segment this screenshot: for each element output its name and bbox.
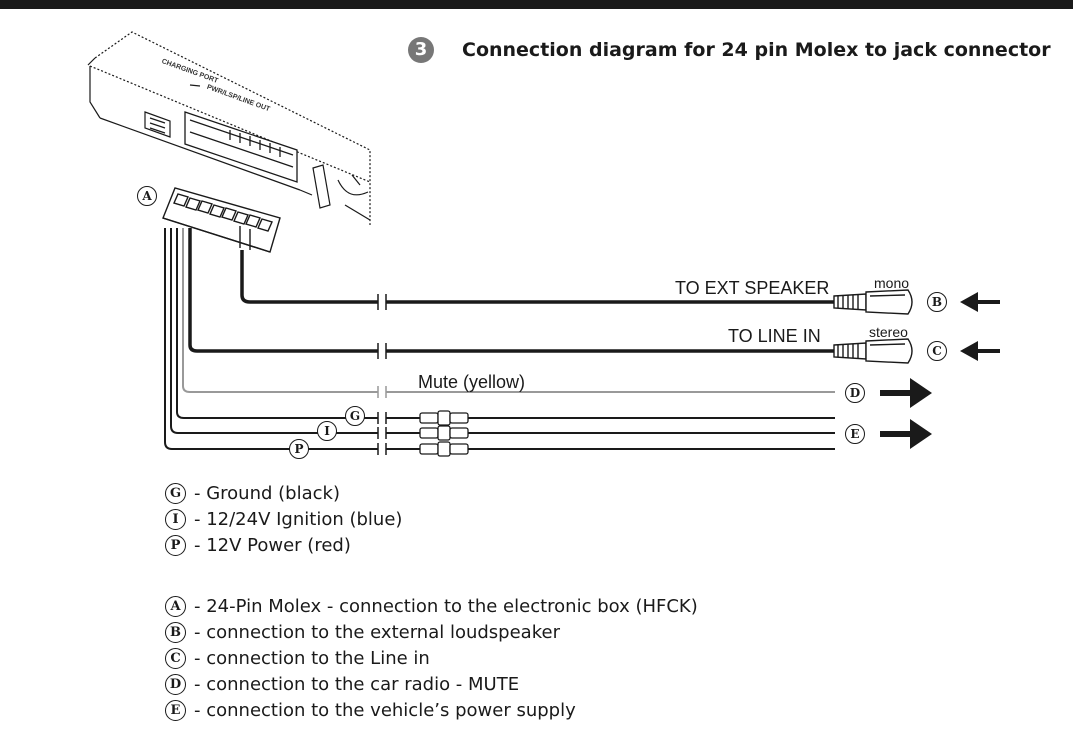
arrow-out-d xyxy=(880,378,932,408)
marker-b: B xyxy=(927,292,947,312)
legend-row-a: A - 24-Pin Molex - connection to the ele… xyxy=(165,593,698,619)
legend-row-i: I - 12/24V Ignition (blue) xyxy=(165,506,402,532)
marker-c: C xyxy=(927,341,947,361)
legend-marker: P xyxy=(165,534,186,556)
wire-ext-speaker xyxy=(240,250,834,304)
top-rule xyxy=(0,0,1073,9)
legend-row-d: D - connection to the car radio - MUTE xyxy=(165,671,698,697)
arrow-out-e xyxy=(880,419,932,449)
wire-legend: G - Ground (black) I - 12/24V Ignition (… xyxy=(165,480,402,558)
marker-a: A xyxy=(137,186,157,206)
jack-plug-mono xyxy=(833,289,913,315)
charging-port xyxy=(144,84,201,138)
line-in-label: TO LINE IN xyxy=(728,326,821,346)
legend-row-b: B - connection to the external loudspeak… xyxy=(165,619,698,645)
jack-plug-stereo xyxy=(833,338,913,364)
legend-text: - 24-Pin Molex - connection to the elect… xyxy=(194,595,698,617)
legend-marker: G xyxy=(165,482,186,504)
marker-e: E xyxy=(845,424,865,444)
legend-marker: C xyxy=(165,647,186,669)
wire-power xyxy=(164,228,835,450)
electronic-box xyxy=(87,31,371,225)
step-number-badge: 3 xyxy=(408,37,434,63)
page-title: Connection diagram for 24 pin Molex to j… xyxy=(462,39,1051,61)
ext-speaker-label: TO EXT SPEAKER xyxy=(675,278,830,298)
wire-ground xyxy=(176,228,835,419)
break-marks xyxy=(377,294,387,455)
legend-text: - Ground (black) xyxy=(194,482,340,504)
arrow-in-b xyxy=(960,292,1000,312)
molex-plug-a xyxy=(162,187,281,253)
legend-row-p: P - 12V Power (red) xyxy=(165,532,402,558)
box-clip xyxy=(312,164,369,209)
box-molex-socket xyxy=(184,111,298,183)
inline-connectors xyxy=(419,410,469,457)
legend-marker: A xyxy=(165,595,186,617)
legend-row-g: G - Ground (black) xyxy=(165,480,402,506)
legend-marker: I xyxy=(165,508,186,530)
marker-p: P xyxy=(289,439,309,459)
legend-text: - connection to the car radio - MUTE xyxy=(194,673,520,695)
wire-line-in xyxy=(188,228,834,353)
mono-label: mono xyxy=(874,275,910,291)
legend-text: - 12/24V Ignition (blue) xyxy=(194,508,403,530)
legend-text: - 12V Power (red) xyxy=(194,534,351,556)
legend-marker: D xyxy=(165,673,186,695)
wire-ignition xyxy=(170,228,835,434)
stereo-label: stereo xyxy=(869,324,908,340)
legend-marker: B xyxy=(165,621,186,643)
legend-text: - connection to the vehicle’s power supp… xyxy=(194,699,576,721)
marker-i: I xyxy=(317,421,337,441)
arrow-in-c xyxy=(960,341,1000,361)
legend-text: - connection to the Line in xyxy=(194,647,430,669)
legend-marker: E xyxy=(165,699,186,721)
marker-d: D xyxy=(845,383,865,403)
legend-row-e: E - connection to the vehicle’s power su… xyxy=(165,697,698,723)
connector-legend: A - 24-Pin Molex - connection to the ele… xyxy=(165,593,698,723)
legend-text: - connection to the external loudspeaker xyxy=(194,621,560,643)
legend-row-c: C - connection to the Line in xyxy=(165,645,698,671)
marker-g: G xyxy=(345,406,365,426)
wire-mute xyxy=(182,228,835,393)
mute-label: Mute (yellow) xyxy=(418,372,526,392)
